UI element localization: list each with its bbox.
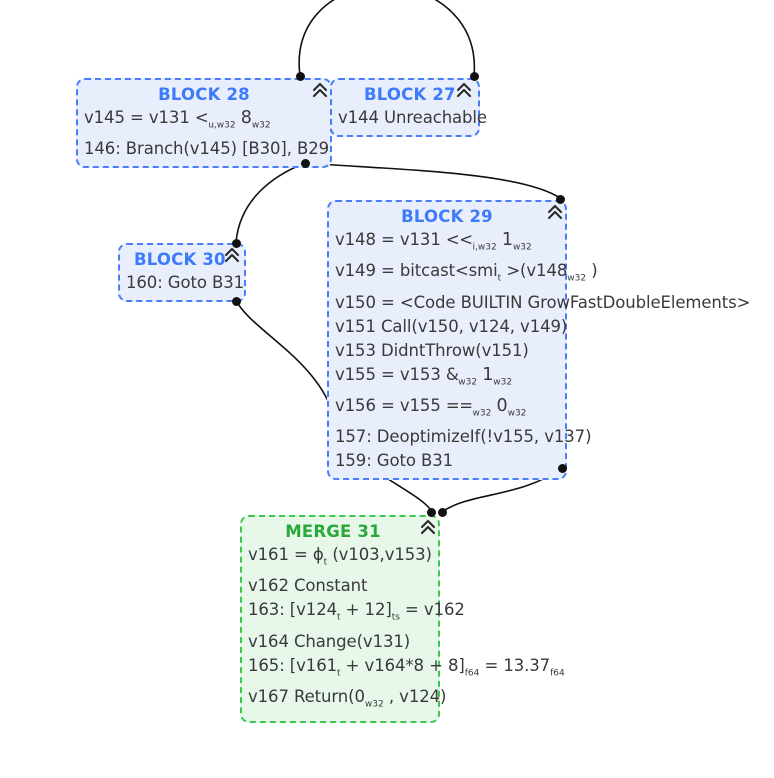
- row-v149: v149 = bitcast<smit >(v148w32 ): [335, 261, 598, 284]
- double-chevron-up-icon[interactable]: [310, 79, 330, 101]
- node-merge-31[interactable]: MERGE 31 v161 = ϕt (v103,v153) v162 Cons…: [240, 515, 565, 724]
- row-v155: v155 = v153 &w32 1w32: [335, 364, 513, 387]
- row-v162: v162 Constant: [248, 576, 368, 596]
- edge-dot-b29-out: [558, 464, 567, 473]
- node-title-block-28: BLOCK 28: [158, 85, 250, 104]
- edge-dot-b28-in: [296, 72, 305, 81]
- node-title-block-27: BLOCK 27: [364, 85, 456, 104]
- row-v151: v151 Call(v150, v124, v149): [335, 316, 568, 336]
- row-159: 159: Goto B31: [335, 451, 454, 471]
- row-157: 157: DeoptimizeIf(!v155, v137): [335, 427, 592, 447]
- double-chevron-up-icon[interactable]: [454, 79, 474, 101]
- double-chevron-up-icon[interactable]: [418, 516, 438, 538]
- edge-b28-b30: [235, 162, 306, 243]
- row-165: 165: [v161t + v164*8 + 8]f64 = 13.37f64: [248, 655, 565, 678]
- node-block-29[interactable]: BLOCK 29 v148 = v131 <<i,w32 1w32 v149 =…: [327, 200, 751, 481]
- row-v156: v156 = v155 ==w32 0w32: [335, 395, 527, 419]
- edge-dot-m31-in-right: [438, 508, 447, 517]
- row-v145: v145 = v131 <u,w32 8w32: [84, 108, 271, 131]
- edge-b28-b29: [304, 162, 561, 199]
- row-160: 160: Goto B31: [126, 273, 245, 292]
- node-block-28[interactable]: BLOCK 28 v145 = v131 <u,w32 8w32 146: Br…: [76, 78, 332, 169]
- row-v148: v148 = v131 <<i,w32 1w32: [335, 230, 532, 253]
- row-v164: v164 Change(v131): [248, 631, 411, 651]
- edge-dot-b29-in: [556, 195, 565, 204]
- edge-dot-b30-in: [232, 239, 241, 248]
- edge-top-arc-left: [298, 0, 336, 77]
- row-v153: v153 DidntThrow(v151): [335, 340, 529, 360]
- edge-dot-b28-out: [301, 159, 310, 168]
- node-title-block-29: BLOCK 29: [401, 207, 493, 226]
- double-chevron-up-icon[interactable]: [545, 201, 565, 223]
- edge-dot-m31-in-left: [427, 508, 436, 517]
- row-146: 146: Branch(v145) [B30], B29: [84, 139, 330, 159]
- edge-dot-b30-out: [232, 297, 241, 306]
- double-chevron-up-icon[interactable]: [222, 244, 242, 266]
- edge-dot-b27-in: [470, 72, 479, 81]
- row-v167: v167 Return(0w32 , v124): [248, 686, 447, 710]
- row-v150: v150 = <Code BUILTIN GrowFastDoubleEleme…: [335, 292, 751, 312]
- row-v144: v144 Unreachable: [338, 108, 487, 127]
- node-block-27[interactable]: BLOCK 27 v144 Unreachable: [330, 78, 487, 137]
- node-title-merge-31: MERGE 31: [285, 522, 381, 541]
- node-title-block-30: BLOCK 30: [134, 250, 226, 269]
- node-block-30[interactable]: BLOCK 30 160: Goto B31: [118, 243, 246, 302]
- edge-top-arc-right: [434, 0, 476, 77]
- row-163: 163: [v124t + 12]ts = v162: [248, 600, 465, 623]
- row-v161: v161 = ϕt (v103,v153): [248, 545, 432, 568]
